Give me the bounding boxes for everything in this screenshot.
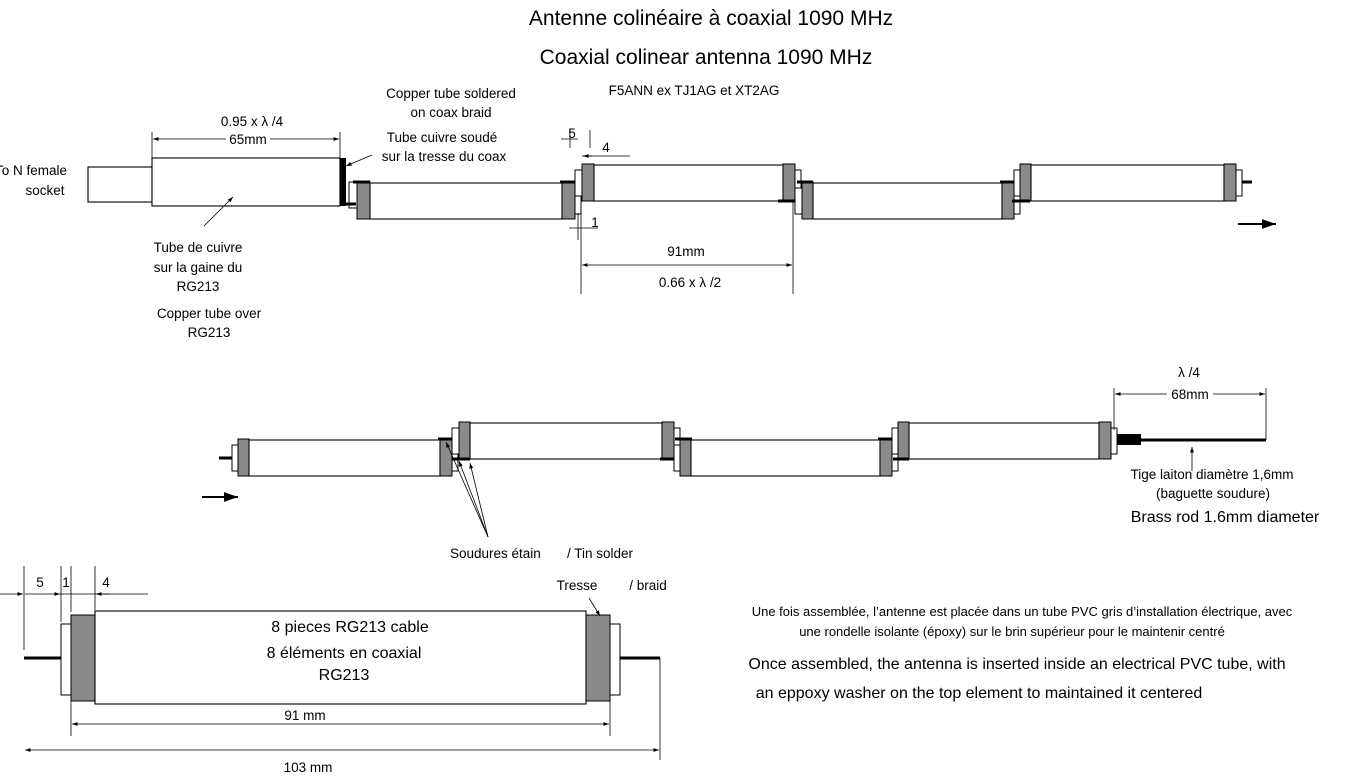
detail-line-2: 8 éléments en coaxial	[267, 645, 422, 662]
author-callsign: F5ANN ex TJ1AG et XT2AG	[609, 83, 780, 98]
braid-label-en: / braid	[629, 578, 667, 593]
copper-tube-over-rg213	[151, 157, 346, 207]
braid-label-fr: Tresse	[557, 578, 598, 593]
detail-inner-mm: 91 mm	[284, 708, 325, 723]
coax-element-top-3	[794, 180, 1021, 220]
note-en-2: an eppoxy washer on the top element to m…	[756, 685, 1203, 702]
n-socket-label-2: socket	[25, 183, 64, 198]
copper-tube-fr-1: Tube cuivre soudé	[387, 130, 498, 145]
copper-tube-fr-2: sur la tresse du coax	[382, 149, 507, 164]
coax-element-mid-2	[451, 421, 681, 461]
copper-sheath-en-2: RG213	[188, 325, 231, 340]
feed-dim-mm: 65mm	[229, 132, 267, 147]
copper-tube-en-2: on coax braid	[410, 105, 491, 120]
detail-line-1: 8 pieces RG213 cable	[271, 619, 429, 636]
copper-tube-en-1: Copper tube soldered	[386, 86, 516, 101]
copper-sheath-en-1: Copper tube over	[157, 306, 262, 321]
coax-element-mid-4	[891, 421, 1118, 461]
detail-overall-mm: 103 mm	[284, 760, 333, 775]
brass-rod-fr-1: Tige laiton diamètre 1,6mm	[1130, 467, 1293, 482]
copper-sheath-fr-3: RG213	[177, 279, 220, 294]
tip-dim-mm: 68mm	[1171, 387, 1209, 402]
title-english: Coaxial colinear antenna 1090 MHz	[540, 46, 873, 69]
detail-coax-element	[24, 610, 660, 705]
feed-dim-lambda: 0.95 x λ /4	[221, 114, 284, 129]
gap-5-label: 5	[568, 126, 576, 141]
coax-element-top-4	[1012, 163, 1252, 203]
element-length-lambda: 0.66 x λ /2	[659, 275, 721, 290]
detail-dim-5: 5	[36, 575, 44, 590]
brass-rod-en: Brass rod 1.6mm diameter	[1131, 509, 1320, 526]
gap-4-label: 4	[602, 140, 610, 155]
note-fr-2: une rondelle isolante (époxy) sur le bri…	[799, 624, 1225, 639]
element-length-mm: 91mm	[667, 244, 705, 259]
title-french: Antenne colinéaire à coaxial 1090 MHz	[529, 7, 893, 30]
detail-dim-1: 1	[62, 575, 70, 590]
copper-sheath-fr-2: sur la gaine du	[154, 260, 243, 275]
coax-element-mid-1	[219, 437, 459, 477]
brass-rod-tip	[1117, 434, 1266, 445]
coax-element-mid-3	[673, 437, 899, 477]
note-fr-1: Une fois assemblée, l’antenne est placée…	[752, 604, 1293, 619]
gap-1-label: 1	[591, 215, 599, 230]
detail-line-3: RG213	[319, 667, 370, 684]
tip-dim-lambda: λ /4	[1178, 365, 1200, 380]
solder-label-en: / Tin solder	[567, 546, 634, 561]
coax-element-top-1	[342, 180, 582, 220]
copper-sheath-fr-1: Tube de cuivre	[154, 240, 243, 255]
note-en-1: Once assembled, the antenna is inserted …	[748, 656, 1285, 673]
detail-dim-4: 4	[102, 575, 110, 590]
n-socket-label-1: To N female	[0, 163, 67, 178]
coax-element-top-2	[574, 163, 802, 203]
solder-label-fr: Soudures étain	[450, 546, 541, 561]
brass-rod-fr-2: (baguette soudure)	[1156, 486, 1270, 501]
n-socket-connector	[87, 166, 153, 203]
